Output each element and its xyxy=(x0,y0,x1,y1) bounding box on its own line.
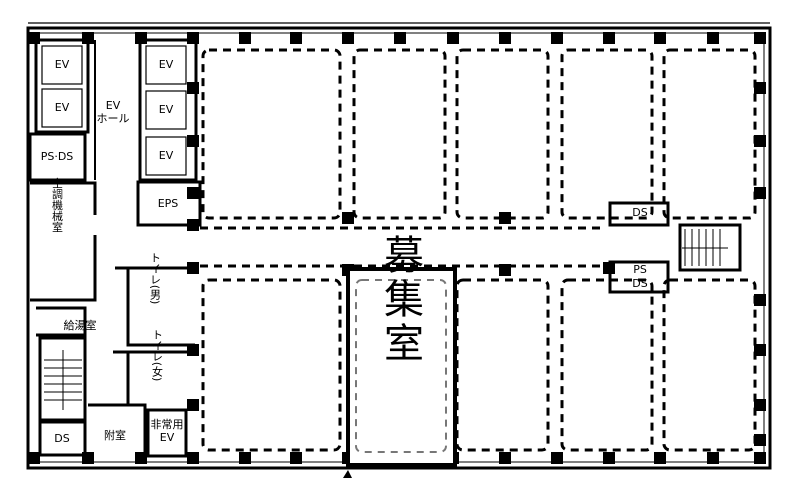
right-core: DS PS DS xyxy=(608,201,742,294)
elevator-label: EV xyxy=(159,149,174,162)
elevator-label: EV xyxy=(159,58,174,71)
column xyxy=(603,452,615,464)
ps-ds-label: PS·DS xyxy=(41,150,74,163)
column xyxy=(754,32,766,44)
toilet-women-label: トイレ(女) xyxy=(151,329,164,382)
elevator-label: EV xyxy=(55,58,70,71)
column xyxy=(654,32,666,44)
column xyxy=(707,32,719,44)
kitchenette-label: 給湯室 xyxy=(64,318,97,332)
column xyxy=(28,32,40,44)
column xyxy=(754,452,766,464)
column xyxy=(28,452,40,464)
column xyxy=(754,434,766,446)
column xyxy=(754,399,766,411)
staircase xyxy=(38,336,87,422)
emergency-ev-label: 非常用 xyxy=(151,418,184,431)
elevator xyxy=(145,136,187,176)
ac-machine-room-label: 空調機械室 xyxy=(51,176,64,232)
ev-hall-label: EV xyxy=(106,99,121,112)
structural-columns xyxy=(28,32,766,464)
toilet-men-label: トイレ(男) xyxy=(149,252,162,305)
right-ds2-label: DS xyxy=(632,277,647,290)
column xyxy=(447,32,459,44)
column xyxy=(603,32,615,44)
column xyxy=(342,32,354,44)
column xyxy=(754,187,766,199)
column xyxy=(551,32,563,44)
right-ps-label: PS xyxy=(633,263,647,276)
column xyxy=(187,452,199,464)
column xyxy=(394,32,406,44)
column xyxy=(654,452,666,464)
column xyxy=(551,452,563,464)
column xyxy=(187,399,199,411)
elevator xyxy=(41,45,83,85)
column xyxy=(754,82,766,94)
column xyxy=(754,344,766,356)
elevator xyxy=(145,45,187,85)
right-ds-label: DS xyxy=(632,206,647,219)
column xyxy=(499,212,511,224)
recruiting-room-label: 募集室 xyxy=(377,234,423,366)
elevator xyxy=(41,88,83,128)
column xyxy=(754,135,766,147)
recruiting-room[interactable]: 募集室 xyxy=(343,234,457,478)
right-staircase xyxy=(678,223,742,272)
eps-label: EPS xyxy=(158,197,179,210)
building-outline xyxy=(26,22,772,470)
column xyxy=(290,32,302,44)
ds-label: DS xyxy=(54,432,69,445)
column xyxy=(239,32,251,44)
elevator xyxy=(145,90,187,130)
emergency-ev-label-2: EV xyxy=(160,431,175,444)
entrance-arrow-icon xyxy=(343,470,352,478)
column xyxy=(239,452,251,464)
column xyxy=(342,212,354,224)
left-core: EV EV EV ホール EV EV EV PS·DS EPS 空調機械室 給湯… xyxy=(28,38,202,460)
vestibule-label: 附室 xyxy=(104,428,126,442)
elevator-label: EV xyxy=(159,103,174,116)
elevator-label: EV xyxy=(55,101,70,114)
column xyxy=(499,32,511,44)
column xyxy=(290,452,302,464)
column xyxy=(187,187,199,199)
office-zones xyxy=(200,48,757,452)
column xyxy=(707,452,719,464)
ev-hall-label-2: ホール xyxy=(97,112,130,125)
column xyxy=(754,294,766,306)
column xyxy=(499,452,511,464)
